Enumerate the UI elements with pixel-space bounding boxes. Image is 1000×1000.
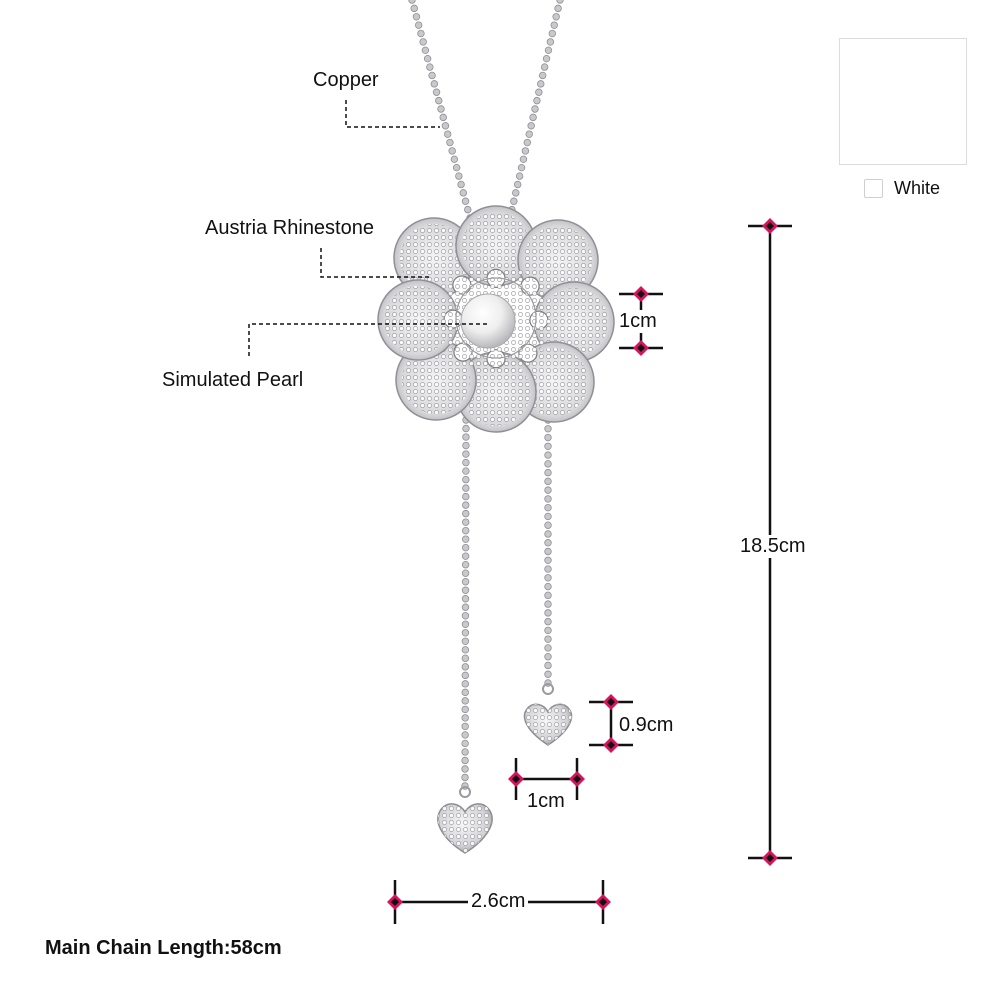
pearl-height-label: 1cm [619, 310, 657, 333]
simulated-pearl [460, 293, 516, 349]
pearl-label: Simulated Pearl [162, 369, 304, 391]
small-heart-charm [523, 683, 573, 746]
dimension-markers [387, 218, 778, 910]
variant-checkbox[interactable] [864, 178, 883, 198]
small-heart-height-label: 0.9cm [619, 714, 674, 737]
variant-label: White [894, 177, 941, 198]
flower-pendant [377, 205, 615, 433]
rhinestone-leader [320, 248, 430, 278]
dimension-marker-core [512, 775, 520, 783]
dimension-marker-core [637, 290, 645, 298]
main-chain-length: Main Chain Length:58cm [45, 937, 282, 959]
total-length-label: 18.5cm [740, 535, 806, 558]
dimension-marker-core [599, 898, 607, 906]
copper-label: Copper [313, 69, 379, 91]
dimension-marker-core [607, 698, 615, 706]
necklace-chain [408, 0, 564, 790]
large-heart-charm [437, 786, 493, 854]
small-heart-width-label: 1cm [527, 790, 565, 813]
thumbnail-frame[interactable] [839, 38, 967, 165]
pearl-leader [248, 323, 488, 356]
dimension-marker-core [391, 898, 399, 906]
variant-option-white[interactable]: White [864, 176, 940, 200]
dimension-marker-core [766, 854, 774, 862]
dimension-marker-core [637, 344, 645, 352]
callout-lines [248, 100, 488, 356]
copper-leader [345, 100, 440, 128]
dimension-marker-core [766, 222, 774, 230]
dimension-marker-core [573, 775, 581, 783]
pendant-width-label: 2.6cm [468, 890, 529, 913]
rhinestone-label: Austria Rhinestone [205, 217, 374, 239]
dimension-marker-core [607, 741, 615, 749]
